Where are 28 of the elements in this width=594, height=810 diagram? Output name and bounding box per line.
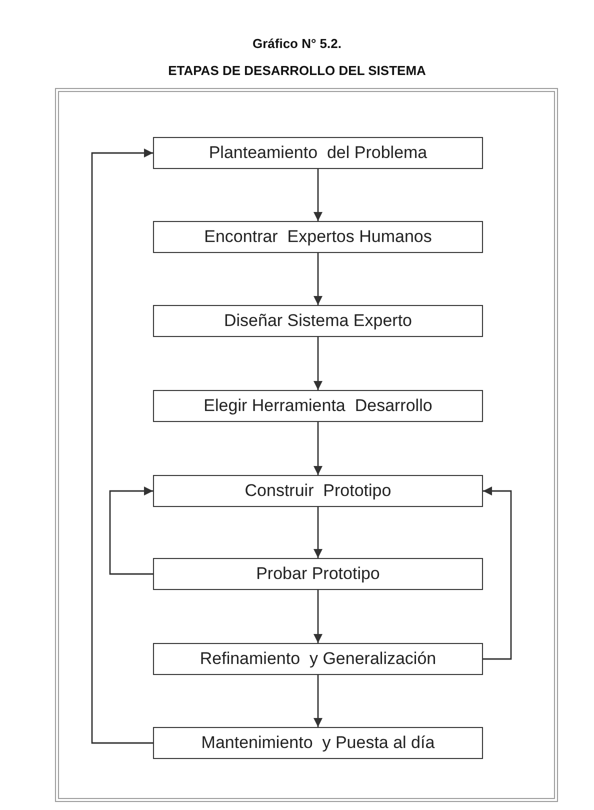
arrow	[109, 486, 153, 575]
arrow	[91, 148, 153, 744]
process-box	[153, 643, 483, 675]
box-label: Encontrar Expertos Humanos	[204, 227, 432, 247]
arrow	[314, 590, 322, 643]
process-box	[153, 727, 483, 759]
figure-title: Gráfico N° 5.2.	[251, 36, 342, 51]
arrow	[314, 422, 322, 475]
arrow	[314, 169, 322, 221]
process-box	[153, 137, 483, 169]
arrow	[314, 253, 322, 305]
box-label: Elegir Herramienta Desarrollo	[204, 396, 432, 416]
process-box	[153, 558, 483, 590]
arrow	[314, 337, 322, 390]
box-label: Construir Prototipo	[244, 481, 392, 501]
figure-caption: ETAPAS DE DESARROLLO DEL SISTEMA	[167, 63, 427, 78]
box-label: Diseñar Sistema Experto	[224, 311, 412, 331]
process-box	[153, 305, 483, 337]
box-label: Planteamiento del Problema	[208, 143, 428, 163]
process-box	[153, 475, 483, 507]
arrow	[314, 507, 322, 558]
arrow	[483, 486, 512, 660]
box-label: Probar Prototipo	[256, 564, 380, 584]
arrow	[314, 675, 322, 727]
box-label: Refinamiento y Generalización	[200, 649, 436, 669]
process-box	[153, 221, 483, 253]
process-box	[153, 390, 483, 422]
box-label: Mantenimiento y Puesta al día	[201, 733, 435, 753]
